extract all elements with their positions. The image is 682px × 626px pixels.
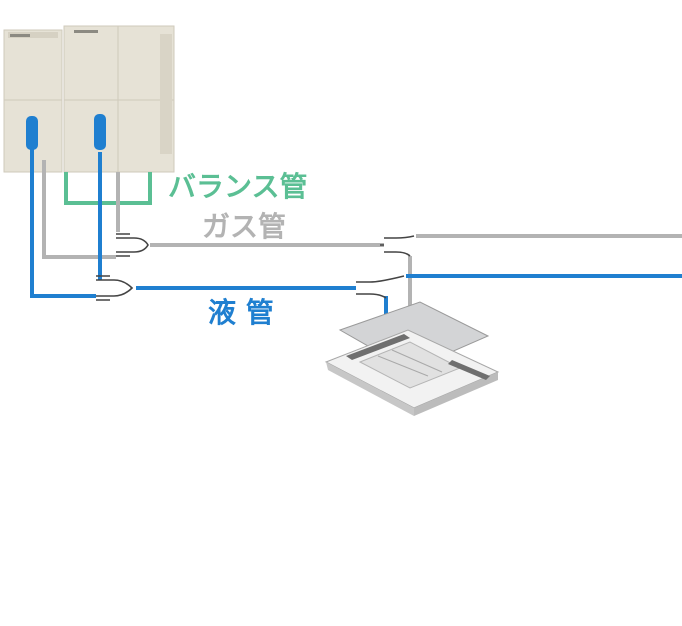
gas-pipe-label: ガス管 — [202, 210, 286, 243]
outdoor-unit-icon — [3, 25, 175, 173]
gas-pipe-line — [42, 160, 682, 306]
branch-joint-icon — [96, 233, 415, 301]
liquid-connector-icon — [26, 114, 106, 150]
ceiling-cassette-icon — [324, 301, 500, 416]
liquid-pipe-label: 液 管 — [208, 296, 274, 329]
balance-pipe-label: バランス管 — [168, 170, 307, 203]
balance-pipe-line — [64, 172, 152, 205]
